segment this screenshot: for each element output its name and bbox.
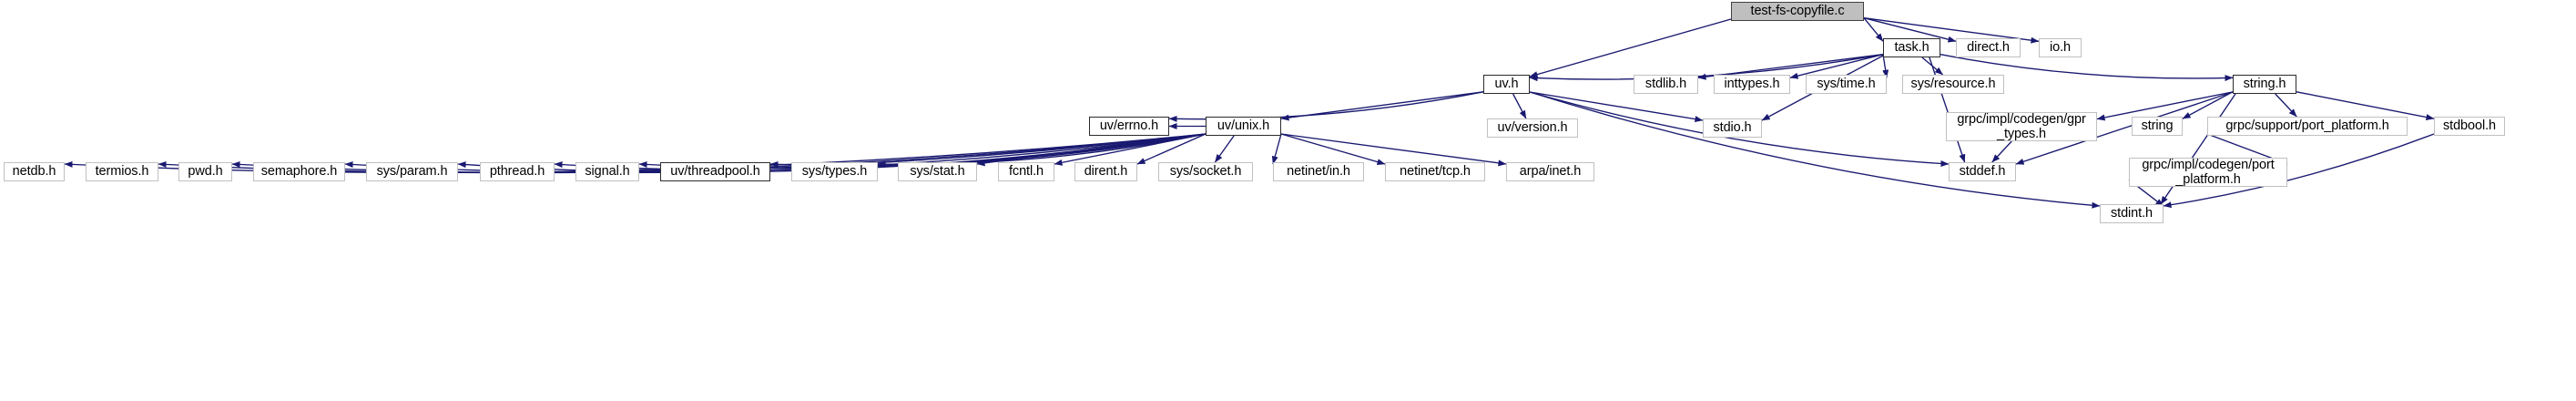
graph-node-label: dirent.h bbox=[1084, 164, 1128, 180]
graph-edge-string-to-stdbool bbox=[2296, 91, 2435, 121]
graph-node-label: uv/version.h bbox=[1497, 120, 1568, 136]
graph-node-label: termios.h bbox=[95, 164, 149, 180]
graph-node-grprtypes[interactable]: grpc/impl/codegen/gpr _types.h bbox=[1946, 112, 2097, 141]
graph-node-stdstring[interactable]: string bbox=[2132, 117, 2183, 136]
graph-node-systime[interactable]: sys/time.h bbox=[1806, 75, 1887, 94]
graph-node-label: stdlib.h bbox=[1644, 77, 1687, 92]
graph-edge-uv-to-uvversion bbox=[1512, 93, 1527, 119]
graph-node-fcntl[interactable]: fcntl.h bbox=[998, 162, 1054, 181]
graph-node-label: test-fs-copyfile.c bbox=[1750, 4, 1845, 19]
graph-node-label: direct.h bbox=[1967, 40, 2010, 56]
graph-edge-uvunix-to-fcntl bbox=[1054, 133, 1207, 166]
graph-node-label: inttypes.h bbox=[1724, 77, 1780, 92]
graph-edge-uvunix-to-netinettcp bbox=[1280, 133, 1386, 165]
graph-edge-uvunix-to-dirent bbox=[1136, 133, 1207, 165]
graph-node-termios[interactable]: termios.h bbox=[86, 162, 158, 181]
graph-node-netinettcp[interactable]: netinet/tcp.h bbox=[1385, 162, 1485, 181]
graph-edge-uv-to-uvunix bbox=[1280, 91, 1484, 121]
graph-node-netdb[interactable]: netdb.h bbox=[4, 162, 65, 181]
graph-node-label: semaphore.h bbox=[260, 164, 338, 180]
graph-node-label: pthread.h bbox=[489, 164, 545, 180]
graph-edge-grprtypes-to-stddef bbox=[1991, 140, 2012, 163]
graph-node-label: sys/resource.h bbox=[1910, 77, 1996, 92]
graph-node-label: stddef.h bbox=[1959, 164, 2006, 180]
graph-node-uvthreadpool[interactable]: uv/threadpool.h bbox=[660, 162, 770, 181]
graph-node-syssocket[interactable]: sys/socket.h bbox=[1158, 162, 1253, 181]
graph-edge-root-to-uv bbox=[1529, 18, 1732, 78]
graph-node-string[interactable]: string.h bbox=[2233, 75, 2296, 94]
graph-node-label: netdb.h bbox=[12, 164, 56, 180]
graph-node-label: stdint.h bbox=[2111, 206, 2153, 221]
graph-edge-uvunix-to-uvthreadpool bbox=[769, 133, 1207, 168]
graph-node-pwd[interactable]: pwd.h bbox=[178, 162, 232, 181]
graph-node-pthread[interactable]: pthread.h bbox=[480, 162, 555, 181]
graph-node-label: grpc/impl/codegen/port _platform.h bbox=[2142, 157, 2275, 187]
graph-node-stdint[interactable]: stdint.h bbox=[2100, 204, 2164, 223]
graph-edge-uv-to-stdio bbox=[1529, 91, 1704, 123]
graph-node-label: arpa/inet.h bbox=[1519, 164, 1582, 180]
graph-node-label: uv.h bbox=[1494, 77, 1519, 92]
graph-node-sysparam[interactable]: sys/param.h bbox=[366, 162, 458, 181]
graph-node-root[interactable]: test-fs-copyfile.c bbox=[1731, 2, 1864, 21]
graph-node-label: netinet/tcp.h bbox=[1400, 164, 1471, 180]
graph-node-label: stdio.h bbox=[1713, 120, 1752, 136]
graph-node-label: sys/time.h bbox=[1817, 77, 1876, 92]
graph-edge-uvunix-to-sysstat bbox=[976, 133, 1207, 167]
graph-node-label: uv/errno.h bbox=[1099, 118, 1159, 134]
graph-node-systypes[interactable]: sys/types.h bbox=[791, 162, 878, 181]
graph-node-direct[interactable]: direct.h bbox=[1956, 38, 2021, 57]
graph-node-netinetin[interactable]: netinet/in.h bbox=[1273, 162, 1364, 181]
graph-node-io[interactable]: io.h bbox=[2039, 38, 2082, 57]
graph-edge-uvunix-to-netinetin bbox=[1271, 133, 1282, 165]
graph-edge-string-to-grprtypes bbox=[2096, 91, 2234, 121]
graph-node-label: pwd.h bbox=[188, 164, 223, 180]
graph-node-dirent[interactable]: dirent.h bbox=[1074, 162, 1137, 181]
graph-node-label: grpc/impl/codegen/gpr _types.h bbox=[1957, 111, 2086, 141]
graph-edge-root-to-task bbox=[1863, 17, 1884, 42]
graph-node-grpcport[interactable]: grpc/impl/codegen/port _platform.h bbox=[2129, 158, 2287, 187]
graph-node-uvunix[interactable]: uv/unix.h bbox=[1206, 117, 1281, 136]
graph-node-label: string bbox=[2141, 118, 2174, 134]
graph-node-label: sys/stat.h bbox=[910, 164, 965, 180]
graph-node-label: sys/socket.h bbox=[1169, 164, 1242, 180]
graph-edge-task-to-sysresource bbox=[1921, 57, 1944, 76]
graph-node-label: sys/types.h bbox=[801, 164, 868, 180]
graph-edge-uv-to-uverrno bbox=[1168, 91, 1484, 122]
graph-node-label: string.h bbox=[2243, 77, 2286, 92]
graph-node-signal[interactable]: signal.h bbox=[575, 162, 639, 181]
graph-node-stdio[interactable]: stdio.h bbox=[1703, 118, 1762, 138]
graph-node-label: fcntl.h bbox=[1009, 164, 1044, 180]
graph-node-label: grpc/support/port_platform.h bbox=[2225, 118, 2389, 134]
graph-node-uv[interactable]: uv.h bbox=[1483, 75, 1530, 94]
graph-node-stdlib[interactable]: stdlib.h bbox=[1634, 75, 1698, 94]
graph-node-arpainet[interactable]: arpa/inet.h bbox=[1506, 162, 1594, 181]
graph-node-semaphore[interactable]: semaphore.h bbox=[253, 162, 345, 181]
graph-node-uvversion[interactable]: uv/version.h bbox=[1487, 118, 1578, 138]
graph-edge-uv-to-stdint bbox=[1529, 91, 2101, 209]
graph-node-task[interactable]: task.h bbox=[1883, 38, 1940, 57]
graph-edge-string-to-stdstring bbox=[2182, 91, 2234, 119]
graph-node-label: task.h bbox=[1894, 40, 1929, 56]
graph-edge-uvunix-to-arpainet bbox=[1280, 133, 1507, 167]
graph-node-stddef[interactable]: stddef.h bbox=[1949, 162, 2016, 181]
graph-edge-uvunix-to-syssocket bbox=[1214, 135, 1235, 163]
graph-edge-task-to-stddef bbox=[1929, 57, 1966, 163]
graph-node-gprsupport[interactable]: grpc/support/port_platform.h bbox=[2207, 117, 2408, 136]
graph-node-uverrno[interactable]: uv/errno.h bbox=[1089, 117, 1169, 136]
graph-node-stdbool[interactable]: stdbool.h bbox=[2434, 117, 2505, 136]
graph-edge-uvunix-to-systypes bbox=[877, 133, 1207, 168]
graph-node-label: io.h bbox=[2050, 40, 2071, 56]
graph-node-label: uv/threadpool.h bbox=[670, 164, 760, 180]
graph-node-inttypes[interactable]: inttypes.h bbox=[1714, 75, 1790, 94]
graph-node-label: signal.h bbox=[585, 164, 630, 180]
graph-node-label: uv/unix.h bbox=[1217, 118, 1270, 134]
graph-node-label: sys/param.h bbox=[376, 164, 448, 180]
graph-node-label: netinet/in.h bbox=[1287, 164, 1350, 180]
graph-node-sysstat[interactable]: sys/stat.h bbox=[898, 162, 977, 181]
graph-edge-string-to-stdint bbox=[2160, 93, 2236, 205]
graph-node-sysresource[interactable]: sys/resource.h bbox=[1902, 75, 2004, 94]
graph-edge-string-to-gprsupport bbox=[2275, 93, 2297, 118]
graph-node-label: stdbool.h bbox=[2443, 118, 2496, 134]
